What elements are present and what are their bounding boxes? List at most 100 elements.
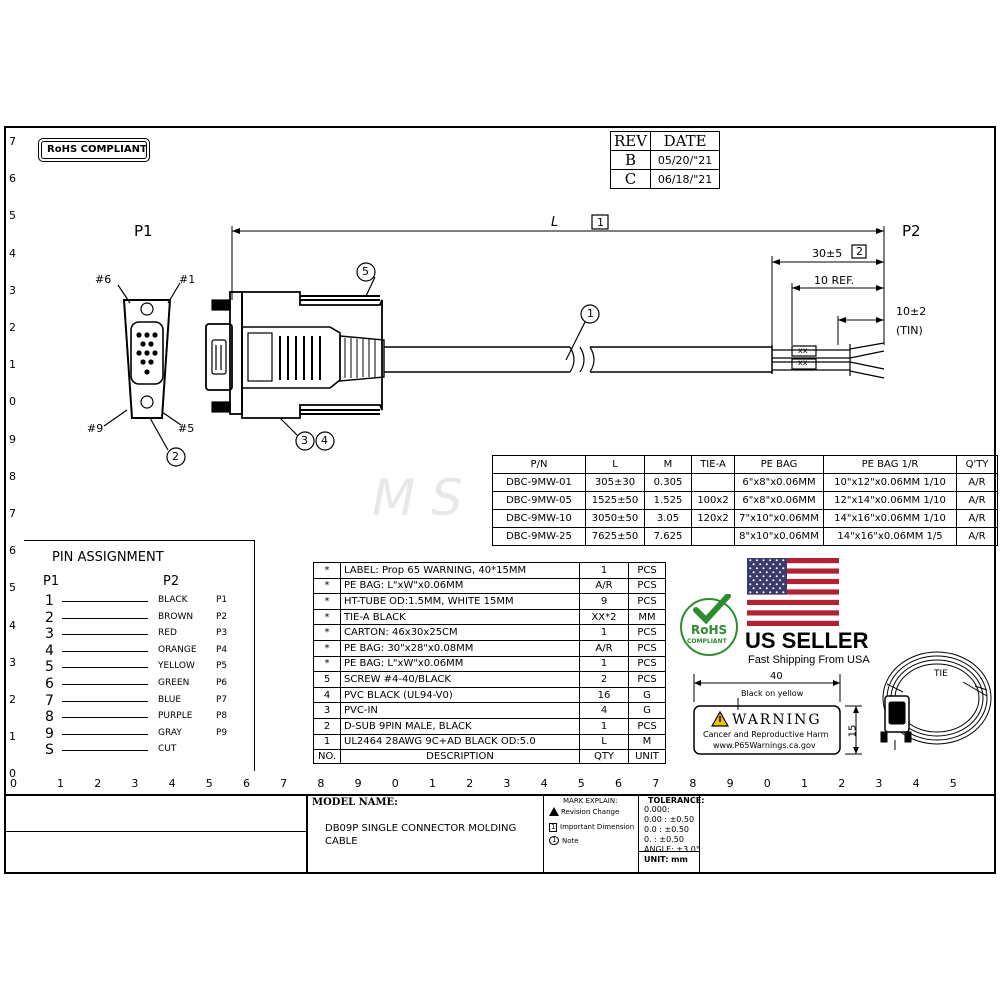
p2-label: P2 (902, 222, 921, 240)
pn-cell: 8"x10"x0.06MM (734, 527, 824, 546)
pn-cell: 12"x14"x0.06MM 1/10 (823, 491, 957, 510)
title-block (6, 794, 994, 874)
balloon-3-text: 3 (301, 434, 308, 447)
pn-cell: A/R (956, 491, 998, 510)
ruler-tick-label: 3 (875, 777, 883, 790)
bom-cell: PVC BLACK (UL94-V0) (340, 686, 580, 704)
cable-drawing: M S (103, 214, 885, 527)
pin-wire-line (62, 684, 148, 685)
ruler-tick-label: 0 (391, 777, 399, 790)
pin-p2: P2 (216, 611, 228, 622)
ruler-tick-label: 4 (540, 777, 548, 790)
pin-wire-color: CUT (158, 744, 177, 755)
bom-cell: L (579, 733, 629, 751)
bom-cell: PCS (628, 655, 666, 673)
rohs-badge-compliant: COMPLIANT (687, 638, 727, 645)
pin-number: 3 (45, 626, 54, 643)
pn-header-cell: L (585, 455, 645, 474)
bom-cell: D-SUB 9PIN MALE, BLACK (340, 717, 580, 735)
rohs-badge: RoHS COMPLIANT (680, 594, 738, 656)
ruler-tick-label: 1 (801, 777, 808, 790)
bom-cell: 1 (579, 562, 629, 579)
pin9-label: #9 (87, 422, 104, 435)
bom-cell: PCS (628, 593, 666, 610)
pin1-label: #1 (179, 273, 196, 286)
pin-wire-line (62, 750, 148, 752)
important-dimension-icon: 1 (549, 823, 558, 832)
ruler-tick-label: 7 (9, 135, 16, 148)
bom-cell: LABEL: Prop 65 WARNING, 40*15MM (340, 562, 580, 579)
tin-label: (TIN) (896, 324, 923, 337)
pin-p2: P7 (216, 694, 228, 705)
bom-cell: 3 (313, 702, 341, 719)
ruler-tick-label: 7 (9, 507, 16, 520)
pn-cell: 7.625 (644, 527, 692, 546)
balloon-4 (315, 431, 335, 451)
bom-footer-cell: NO. (313, 749, 341, 765)
pin-wire-color: GREEN (158, 678, 190, 688)
warning-line1: Cancer and Reproductive Harm (703, 730, 829, 739)
mark-explain-title: MARK EXPLAIN: (563, 797, 618, 805)
pn-cell: DBC-9MW-01 (492, 473, 586, 492)
pn-cell: 6"x8"x0.06MM (734, 473, 824, 492)
ruler-tick-label: 2 (94, 777, 102, 790)
warning-triangle-icon (710, 710, 730, 727)
bom-cell: * (313, 562, 341, 579)
dimension-lines (231, 226, 885, 345)
pin-number: 2 (45, 609, 54, 626)
pn-cell: 3.05 (644, 509, 692, 528)
pn-cell: 3050±50 (585, 509, 645, 528)
ruler-tick-label: 0 (9, 767, 16, 781)
ruler-tick-label: 8 (317, 777, 325, 790)
bom-cell: TIE-A BLACK (340, 608, 580, 626)
warning-width-dim: 40 (770, 671, 783, 682)
pin-wire-line (62, 650, 148, 652)
ruler-tick-label: 1 (9, 730, 16, 744)
pin-p2: P5 (216, 661, 228, 672)
model-name-line1: DB09P SINGLE CONNECTOR MOLDING (325, 823, 517, 834)
bom-cell: * (313, 624, 341, 641)
balloon-5 (356, 262, 376, 282)
pin5-label: #5 (178, 422, 195, 435)
title-block-divider (6, 831, 306, 832)
title-block-divider (306, 794, 308, 872)
pin-wire-line (62, 733, 148, 735)
ruler-tick-label: 5 (9, 581, 16, 595)
ruler-tick-label: 5 (949, 777, 957, 790)
ruler-tick-label: 1 (429, 777, 436, 790)
bom-cell: 2 (579, 671, 629, 688)
pn-header-cell: M (644, 455, 692, 474)
title-block-divider (638, 794, 639, 872)
bom-cell: PCS (628, 562, 666, 579)
pn-cell: A/R (956, 509, 998, 528)
title-block-divider (699, 794, 700, 872)
bom-cell: PVC-IN (340, 702, 580, 719)
ruler-tick-label: 6 (9, 172, 16, 186)
unit-label: UNIT: mm (644, 855, 688, 864)
pin-assignment-panel (24, 540, 255, 771)
balloon-2-text: 2 (172, 450, 179, 463)
warning-label-drawing (693, 674, 862, 755)
ruler-tick-label: 8 (689, 777, 697, 790)
ruler-tick-label: 9 (9, 432, 16, 446)
bom-cell: PE BAG: 30"x28"x0.08MM (340, 639, 580, 657)
bom-cell: PCS (628, 639, 666, 657)
ruler-tick-label: 5 (205, 777, 213, 790)
mark-note: Note (562, 837, 579, 845)
pin-col-p2: P2 (163, 574, 180, 589)
pn-header-cell: TIE-A (691, 455, 735, 474)
pn-cell (691, 527, 735, 546)
pin-wire-color: BLACK (158, 595, 188, 605)
ruler-tick-label: 4 (9, 246, 16, 260)
rev-cell: C (609, 169, 652, 189)
ruler-tick-label: 2 (9, 321, 16, 334)
balloon-1-text: 1 (587, 307, 594, 320)
pin-p2: P6 (216, 678, 228, 688)
